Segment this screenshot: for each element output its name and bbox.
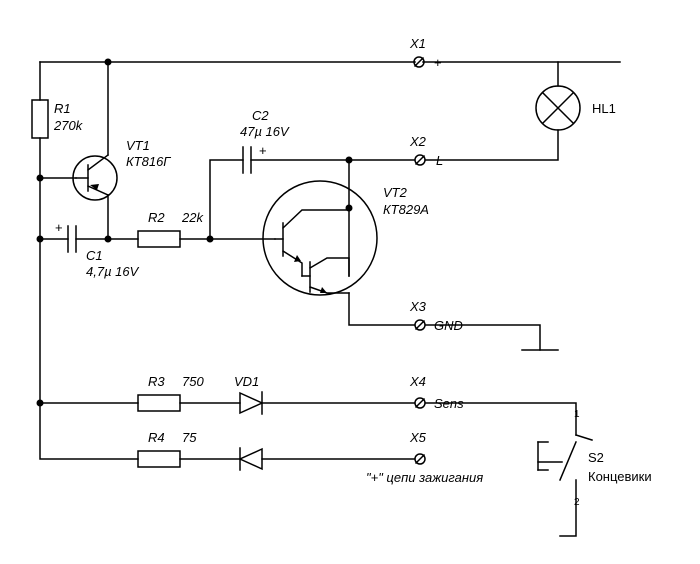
capacitor-c2: + C2 47µ 16V <box>240 108 290 174</box>
terminal-x1: X1 + <box>409 36 442 70</box>
diode-vd1: VD1 <box>234 374 264 415</box>
r1-ref: R1 <box>54 101 71 116</box>
c1-value: 4,7µ 16V <box>86 264 140 279</box>
c2-value: 47µ 16V <box>240 124 290 139</box>
x5-ref: X5 <box>409 430 427 445</box>
r3-value: 750 <box>182 374 204 389</box>
x4-label: Sens <box>434 396 464 411</box>
c1-ref: C1 <box>86 248 103 263</box>
terminal-x2: X2 L <box>409 134 443 168</box>
resistor-r4: R4 75 <box>137 430 197 468</box>
junctions <box>36 58 353 407</box>
x3-ref: X3 <box>409 299 427 314</box>
capacitor-c1: + C1 4,7µ 16V <box>55 220 140 279</box>
r4-value: 75 <box>182 430 197 445</box>
c2-ref: C2 <box>252 108 269 123</box>
resistor-r1: R1 270k <box>31 99 84 139</box>
s2-ref: S2 <box>588 450 604 465</box>
resistor-r3: R3 750 <box>137 374 204 412</box>
s2-pin2: 2 <box>574 497 580 508</box>
c1-polarity: + <box>55 220 63 235</box>
x1-ref: X1 <box>409 36 426 51</box>
vd1-ref: VD1 <box>234 374 259 389</box>
x5-note: "+" цепи зажигания <box>366 470 483 485</box>
x2-label: L <box>436 153 443 168</box>
terminal-x3: X3 GND <box>409 299 463 333</box>
x4-ref: X4 <box>409 374 426 389</box>
terminal-x4: X4 Sens <box>409 374 464 411</box>
s2-pin1: 1 <box>574 409 580 420</box>
r2-ref: R2 <box>148 210 165 225</box>
c2-polarity: + <box>259 143 267 158</box>
resistor-r2: R2 22k <box>137 210 204 248</box>
r1-value: 270k <box>53 118 84 133</box>
hl1-ref: HL1 <box>592 101 616 116</box>
x2-ref: X2 <box>409 134 427 149</box>
vt1-ref: VT1 <box>126 138 150 153</box>
lamp-hl1: HL1 <box>535 85 616 131</box>
r3-ref: R3 <box>148 374 165 389</box>
x1-label: + <box>434 55 442 70</box>
transistor-vt2: VT2 КТ829А <box>262 180 429 296</box>
transistor-vt1: VT1 КТ816Г <box>72 138 171 201</box>
x3-label: GND <box>434 318 463 333</box>
terminal-x5: X5 "+" цепи зажигания <box>366 430 483 485</box>
wires <box>39 61 621 537</box>
vt2-part: КТ829А <box>383 202 429 217</box>
vt2-ref: VT2 <box>383 185 408 200</box>
s2-description: Концевики <box>588 469 652 484</box>
r2-value: 22k <box>181 210 204 225</box>
switch-s2: 1 2 S2 Концевики <box>537 409 652 508</box>
r4-ref: R4 <box>148 430 165 445</box>
diode-r4-row <box>238 447 263 471</box>
vt1-part: КТ816Г <box>126 154 171 169</box>
